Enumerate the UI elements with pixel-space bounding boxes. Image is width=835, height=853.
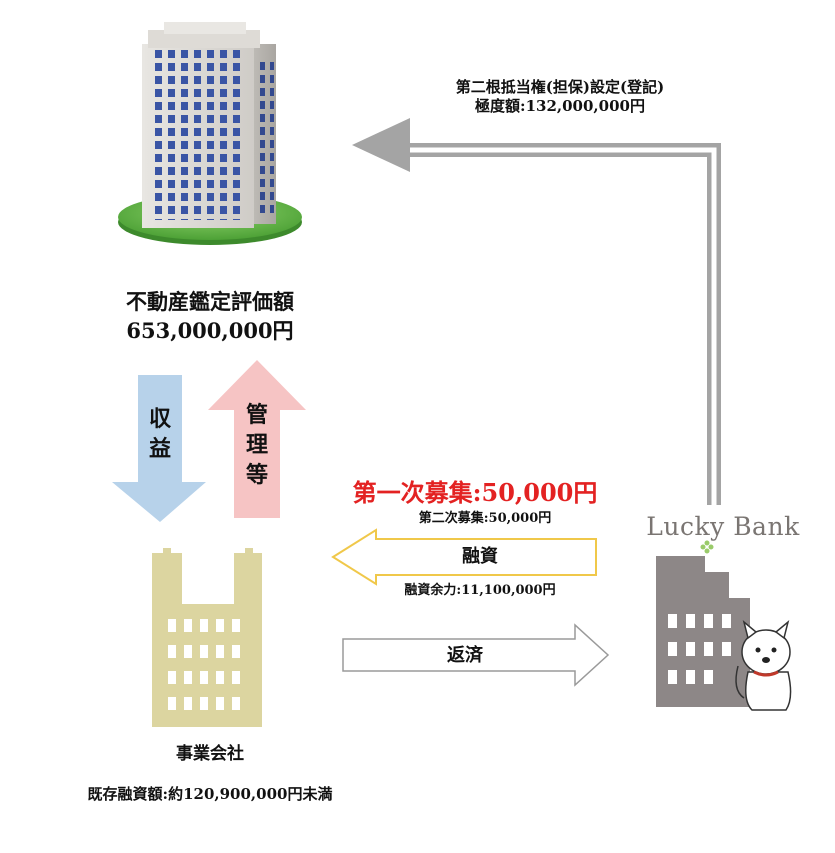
capacity-label: 融資余力:11,100,000円: [404, 583, 556, 598]
property-name: 不動産鑑定評価額: [126, 289, 294, 314]
loan-arrow: [331, 528, 597, 586]
management-arrow: [208, 360, 306, 518]
second-offering-label: 第二次募集:50,000円: [418, 511, 552, 526]
existing-loan-label: 既存融資額:約120,900,000円未満: [87, 785, 333, 803]
loan-label: 融資: [462, 546, 498, 567]
mortgage-line1: 第二根抵当権(担保)設定(登記): [455, 78, 665, 96]
lucky-bank-logo: Lucky Bank: [646, 512, 800, 541]
repay-arrow: [342, 623, 610, 687]
mortgage-line2: 極度額:132,000,000円: [475, 97, 645, 115]
repay-label: 返済: [447, 645, 483, 666]
property-label: 不動産鑑定評価額 653,000,000円: [70, 287, 350, 345]
tower-building-icon: [118, 22, 302, 245]
company-building-icon: [152, 548, 262, 727]
property-value: 653,000,000円: [126, 318, 294, 343]
mortgage-arrow: [352, 118, 721, 505]
income-label: 収益: [148, 406, 171, 462]
income-arrow: [112, 375, 206, 522]
management-label: 管理等: [245, 402, 268, 488]
mortgage-label: 第二根抵当権(担保)設定(登記) 極度額:132,000,000円: [395, 78, 725, 116]
dog-mascot-icon: [735, 619, 792, 711]
clover-icon: [700, 540, 714, 554]
first-offering-label: 第一次募集:50,000円: [352, 478, 598, 507]
bank-building-icon: [656, 556, 750, 707]
company-name: 事業会社: [176, 744, 244, 764]
